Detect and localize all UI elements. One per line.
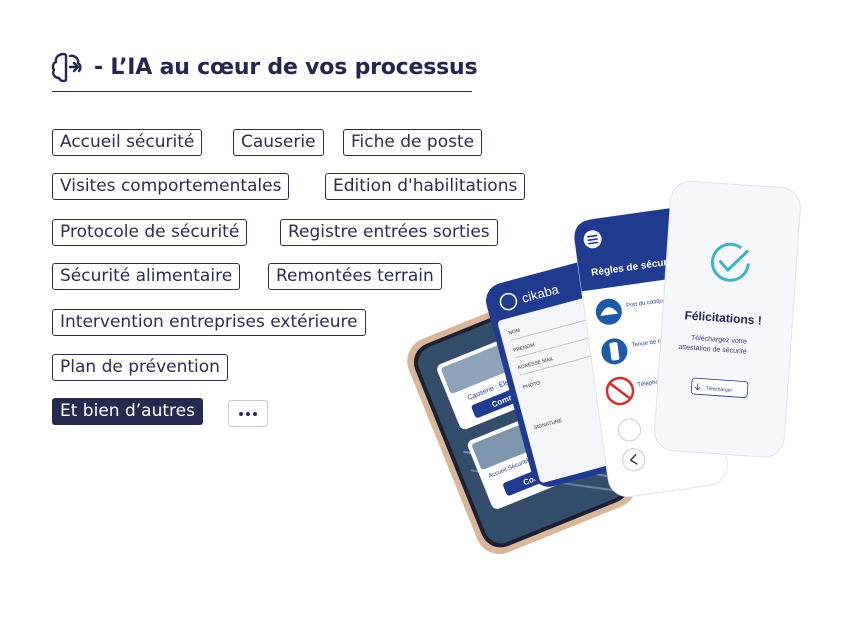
section-header: - L’IA au cœur de vos processus [50,50,478,84]
phone-success: Félicitations ! Téléchargez votre attest… [654,180,801,458]
success-text-2: attestation de sécurité [678,344,747,356]
phone-mockups-illustration: Causerie : Electricité Commencer Accueil… [380,170,866,600]
phones-svg: Causerie : Electricité Commencer Accueil… [407,180,801,555]
tag-intervention-entreprises[interactable]: Intervention entreprises extérieure [52,309,366,336]
brain-ai-icon [51,52,82,83]
success-text-1: Téléchargez votre [691,335,747,346]
download-button [690,377,749,398]
more-options-button[interactable] [228,400,268,427]
title-divider [52,91,472,92]
back-chevron-icon [622,448,646,472]
success-title: Félicitations ! [684,308,762,327]
tag-plan-de-prevention[interactable]: Plan de prévention [52,354,228,381]
tag-securite-alimentaire[interactable]: Sécurité alimentaire [52,263,241,290]
tag-edition-habilitations[interactable]: Edition d'habilitations [325,173,526,200]
form-field-prenom: PRENOM [513,342,536,353]
download-button-label: Télécharger [705,386,732,394]
tag-causerie[interactable]: Causerie [233,129,324,156]
tag-protocole-securite[interactable]: Protocole de sécurité [52,219,248,246]
dot-icon [246,411,250,416]
form-field-nom: NOM [508,328,521,337]
dot-icon [253,411,257,416]
dot-icon [239,411,243,416]
tag-registre-entrees-sorties[interactable]: Registre entrées sorties [280,219,498,246]
tag-visites-comportementales[interactable]: Visites comportementales [52,173,290,200]
download-icon [694,383,701,391]
tag-accueil-securite[interactable]: Accueil sécurité [52,129,203,156]
success-check-icon [710,242,750,282]
form-field-photo: PHOTO [522,380,541,390]
page-title: - L’IA au cœur de vos processus [94,54,478,80]
tag-et-bien-dautres[interactable]: Et bien d’autres [52,398,203,425]
owl-logo-icon [499,292,518,311]
tag-fiche-de-poste[interactable]: Fiche de poste [343,129,483,156]
scan-icon [618,418,642,442]
tag-remontees-terrain[interactable]: Remontées terrain [268,263,442,290]
